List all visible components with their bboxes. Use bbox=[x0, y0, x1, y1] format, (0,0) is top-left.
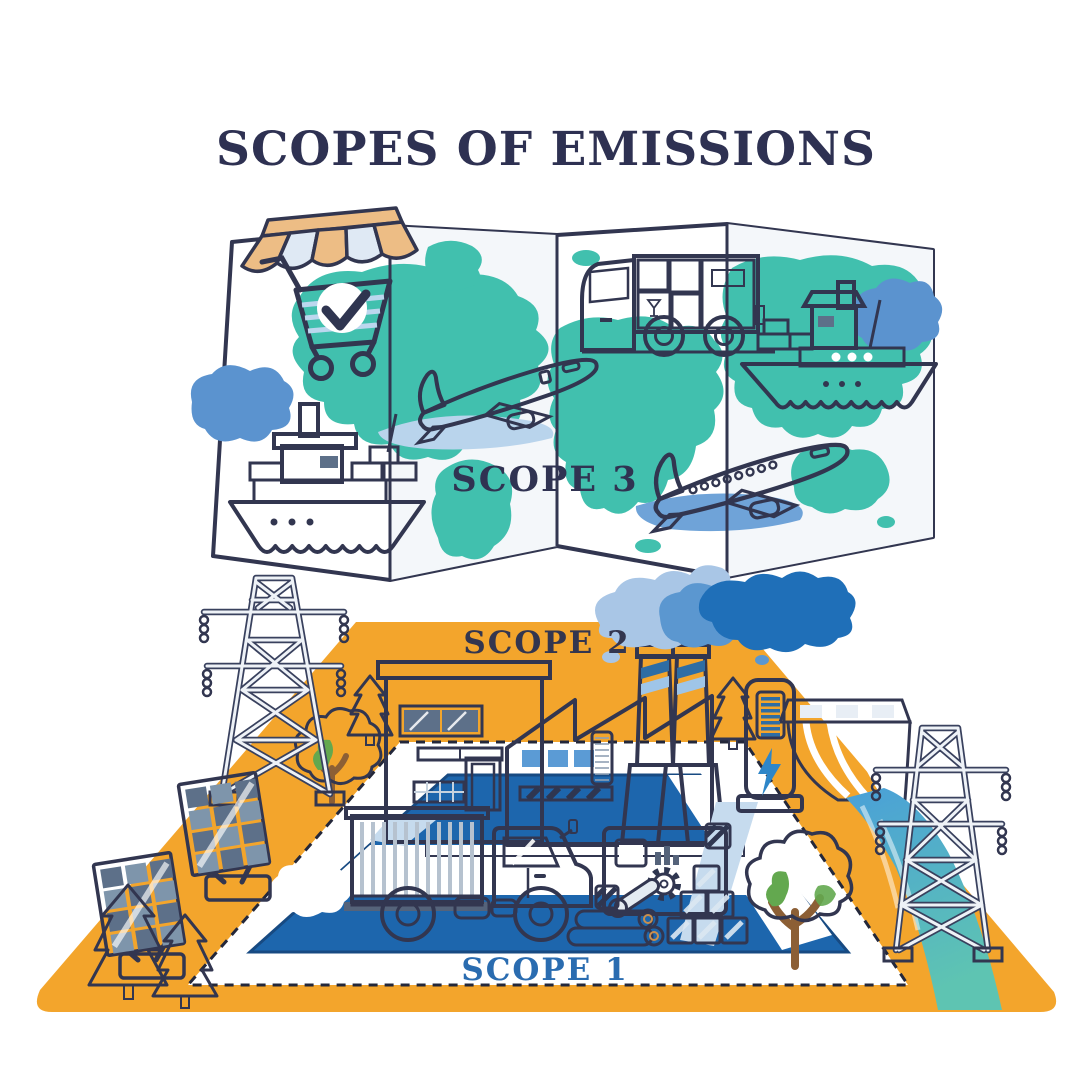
container-truck-icon bbox=[344, 806, 593, 942]
white-puff bbox=[270, 861, 351, 917]
factory-smoke-icon bbox=[595, 565, 856, 665]
bar-chart-icon bbox=[655, 846, 679, 865]
lightning-bolt-icon bbox=[758, 748, 781, 796]
folded-world-map: SCOPE 3 bbox=[190, 206, 943, 582]
scope3-label: SCOPE 3 bbox=[451, 459, 638, 500]
log-pile-icon bbox=[566, 908, 665, 947]
pine-tree-icon bbox=[151, 913, 219, 1009]
industrial-machine-icon bbox=[594, 822, 732, 918]
factory bbox=[370, 643, 745, 857]
shopping-cart-icon bbox=[259, 255, 393, 381]
battery-indicator bbox=[755, 690, 786, 740]
transmission-tower-icon bbox=[198, 574, 350, 807]
pine-tree-icon bbox=[346, 674, 394, 746]
scope2-label: SCOPE 2 bbox=[463, 625, 630, 661]
smoke-cloud-icon bbox=[190, 365, 294, 442]
deciduous-tree-icon bbox=[744, 829, 854, 970]
delivery-truck-icon bbox=[580, 254, 775, 357]
cargo-ship-icon bbox=[740, 280, 938, 410]
airplane-icon bbox=[648, 442, 850, 534]
hazard-square bbox=[594, 822, 732, 910]
hazard-stripe-bar bbox=[518, 785, 614, 802]
smoke-cloud-icon bbox=[854, 278, 943, 351]
insulators bbox=[870, 772, 1012, 856]
water-stream bbox=[846, 788, 1002, 1010]
factory-office bbox=[370, 660, 552, 846]
factory-hall bbox=[505, 694, 714, 847]
pine-tree-icon bbox=[709, 676, 757, 750]
calculator-icon bbox=[614, 838, 648, 868]
storefront-awning-icon bbox=[240, 206, 419, 273]
ev-charging-station-icon bbox=[736, 678, 804, 813]
insulators bbox=[198, 614, 350, 698]
scope1-label: SCOPE 1 bbox=[461, 952, 628, 988]
transmission-tower-icon bbox=[870, 724, 1012, 963]
pine-tree-icon bbox=[87, 883, 169, 1000]
solar-panel-icon bbox=[176, 771, 272, 902]
cargo-ship-icon bbox=[228, 402, 426, 554]
smokestack-icon bbox=[619, 643, 727, 845]
page-title: SCOPES OF EMISSIONS bbox=[216, 122, 876, 177]
airplane-icon bbox=[413, 357, 599, 446]
concrete-blocks-icon bbox=[666, 864, 749, 945]
scope1-dashed-border bbox=[184, 740, 911, 987]
